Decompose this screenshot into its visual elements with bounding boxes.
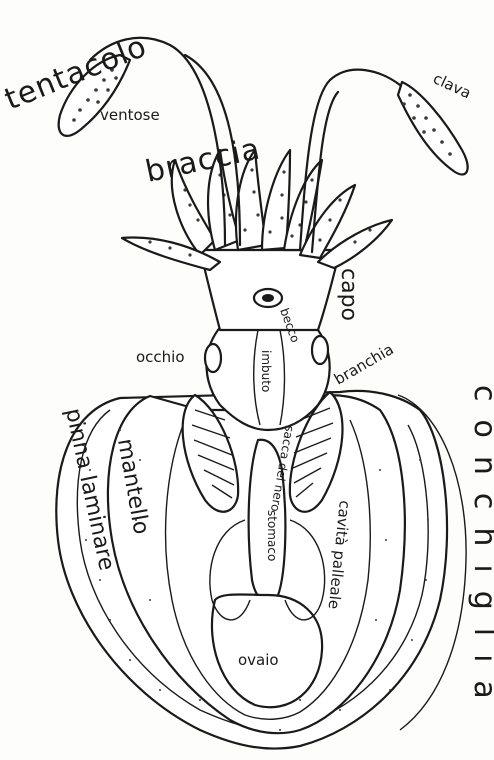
label-ventose: ventose bbox=[100, 106, 160, 124]
label-conchiglia: conchiglia bbox=[467, 385, 494, 717]
label-ovaio: ovaio bbox=[238, 651, 279, 669]
label-imbuto: imbuto bbox=[259, 350, 273, 392]
label-capo: capo bbox=[336, 268, 361, 321]
becco-inner bbox=[262, 294, 274, 302]
label-stomaco: stomaco bbox=[265, 510, 279, 561]
label-occhio: occhio bbox=[136, 348, 185, 366]
label-branchia: branchia bbox=[331, 340, 397, 388]
occhio-right bbox=[312, 336, 328, 364]
label-clava: clava bbox=[430, 69, 474, 102]
occhio-left bbox=[205, 344, 221, 372]
